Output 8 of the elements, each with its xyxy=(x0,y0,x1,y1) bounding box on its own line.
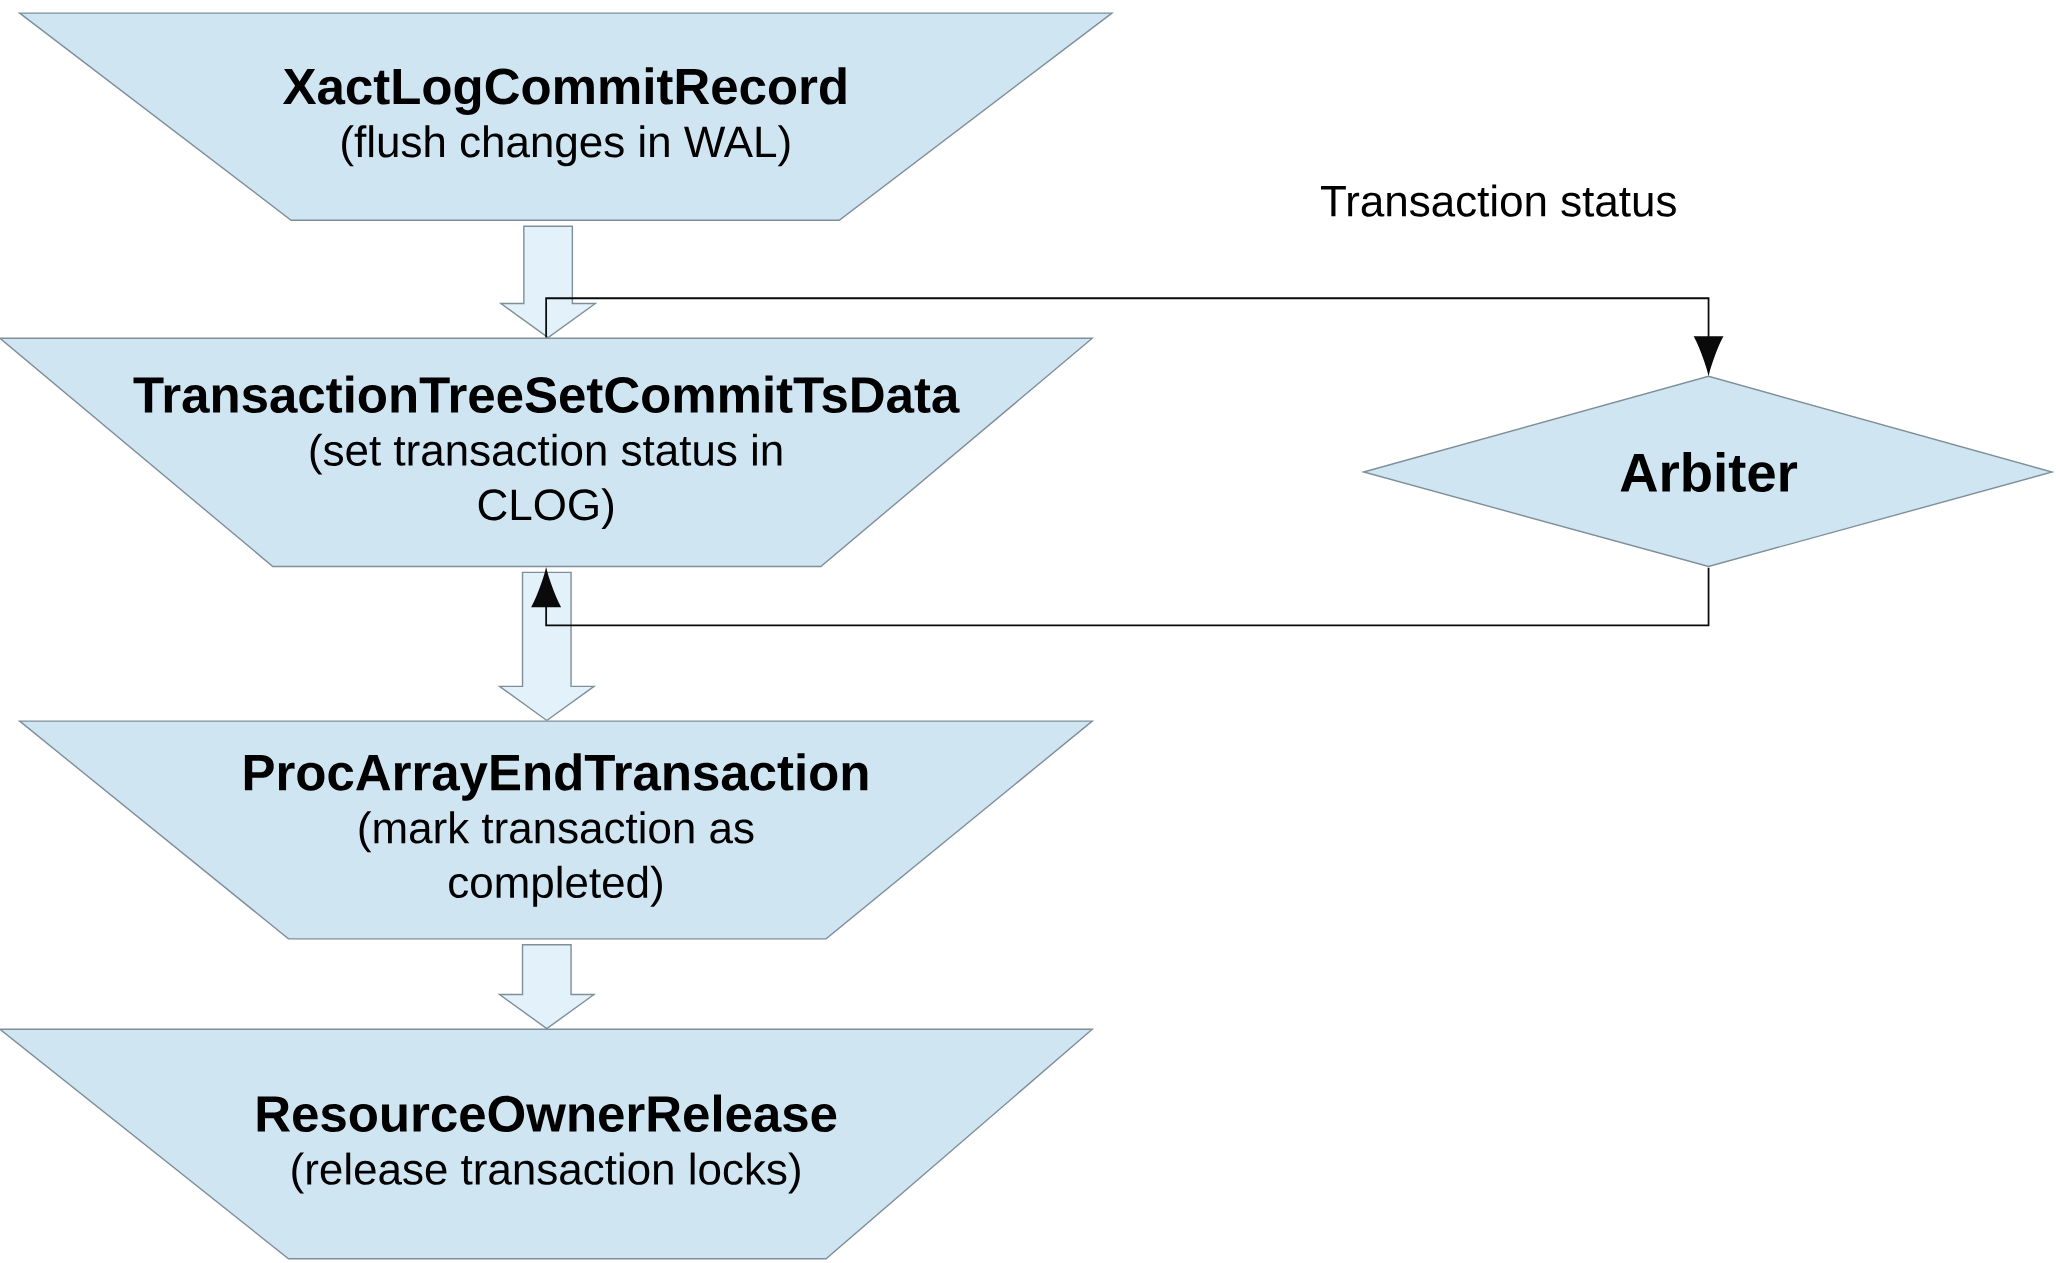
note-text: Transaction status xyxy=(1321,184,1676,217)
block-arrow xyxy=(497,944,597,1030)
block-arrow xyxy=(498,225,598,339)
trapezoid-box: TransactionTreeSetCommitTsData (set transaction status in CLOG) xyxy=(0,337,1095,568)
connector-arrow xyxy=(545,297,1723,374)
trapezoid-box: ResourceOwnerRelease (release transaction locks) xyxy=(0,1028,1095,1260)
connector-arrow xyxy=(531,567,1710,627)
block-arrow xyxy=(497,571,597,722)
